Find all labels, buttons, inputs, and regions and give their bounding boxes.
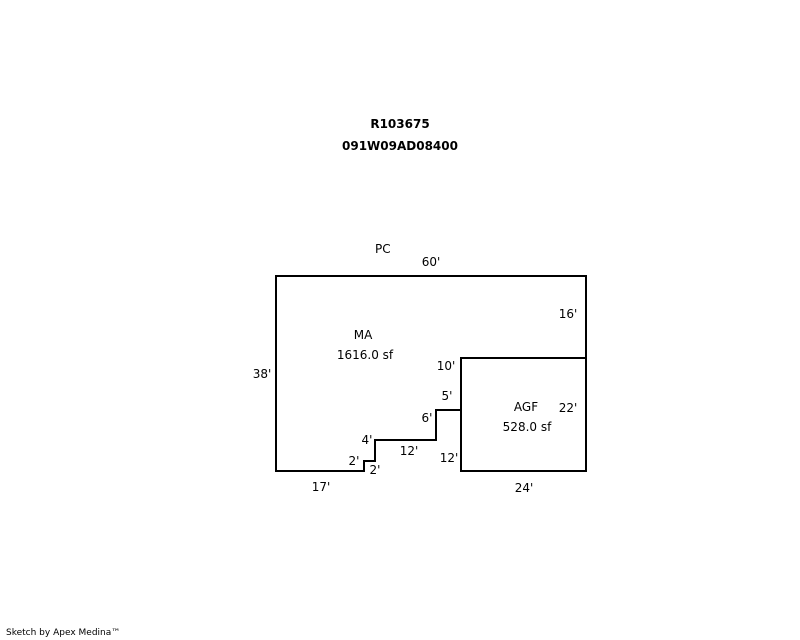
dim-step-5: 5': [442, 389, 453, 403]
dim-step-12: 12': [400, 444, 419, 458]
pc-label: PC: [375, 242, 391, 256]
dim-top: 60': [422, 255, 441, 269]
dim-step-4: 4': [362, 433, 373, 447]
dim-left: 38': [253, 367, 272, 381]
dim-step-6: 6': [422, 411, 433, 425]
agf-area-outline: [460, 357, 587, 472]
agf-area-size: 528.0 sf: [503, 420, 552, 434]
dim-agf-left: 12': [440, 451, 459, 465]
dim-step-2a: 2': [349, 454, 360, 468]
dim-agf-bottom: 24': [515, 481, 534, 495]
dim-bottom-left: 17': [312, 480, 331, 494]
ma-area-size: 1616.0 sf: [337, 348, 394, 362]
account-id: R103675: [370, 117, 430, 131]
dim-agf-right: 22': [559, 401, 578, 415]
dim-right-upper: 16': [559, 307, 578, 321]
dim-agf-top: 10': [437, 359, 456, 373]
ma-area-name: MA: [354, 328, 373, 342]
dim-step-2b: 2': [370, 463, 381, 477]
agf-area-name: AGF: [514, 400, 538, 414]
main-area-outline: [275, 275, 587, 472]
map-taxlot-id: 091W09AD08400: [342, 139, 458, 153]
sketch-credit: Sketch by Apex Medina™: [6, 628, 121, 638]
